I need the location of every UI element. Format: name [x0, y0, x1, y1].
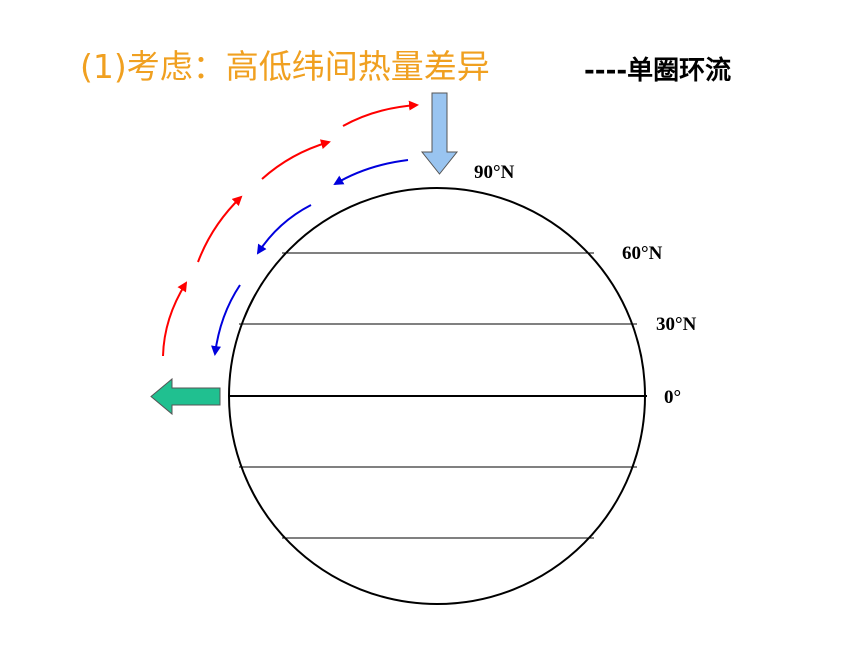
upper-flow-segment-2	[197, 195, 243, 263]
upper-flow-segment-3	[261, 139, 331, 180]
lower-flow-segment-1	[333, 159, 409, 186]
lower-flow-arrows	[211, 159, 409, 356]
upper-flow-segment-1	[162, 281, 188, 357]
sinking-air-arrow	[420, 92, 459, 175]
label-60n: 60°N	[622, 243, 663, 264]
surface-flow-arrow	[150, 377, 221, 416]
lower-flow-segment-3	[211, 284, 241, 356]
upper-flow-segment-4	[342, 100, 419, 127]
upper-flow-arrows	[162, 100, 419, 357]
lower-flow-segment-2	[256, 204, 312, 255]
title-main: (1)考虑：高低纬间热量差异	[80, 47, 490, 86]
label-30n: 30°N	[656, 314, 697, 335]
title-sub: ----单圈环流	[584, 56, 732, 86]
label-0: 0°	[664, 387, 681, 408]
label-90n: 90°N	[474, 162, 515, 183]
